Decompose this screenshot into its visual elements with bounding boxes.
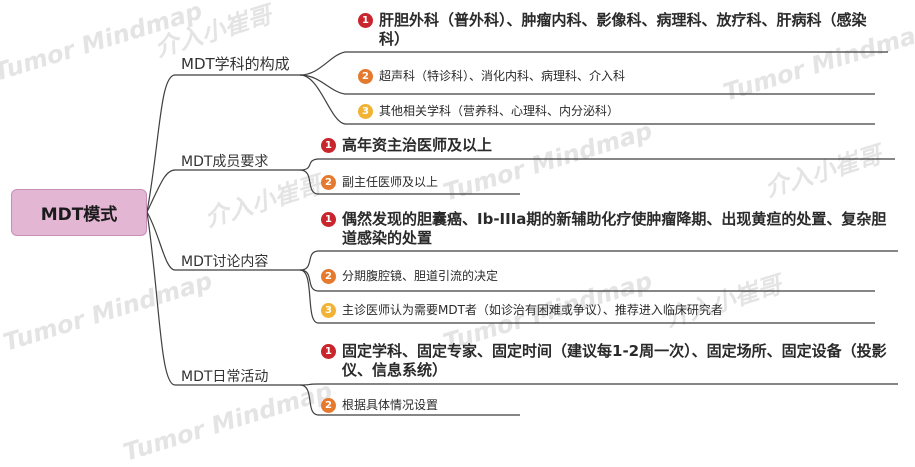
number-badge: 2 [321, 398, 336, 413]
branch-composition[interactable]: MDT学科的构成 [181, 55, 290, 73]
list-item[interactable]: 3 其他相关学科（营养科、心理科、内分泌科） [358, 103, 619, 119]
root-node[interactable]: MDT模式 [11, 189, 147, 236]
connector-root-branch-2 [146, 169, 176, 213]
number-badge: 1 [321, 344, 336, 359]
connector-root-branch-1 [146, 74, 176, 213]
connector-branch-item [299, 269, 875, 324]
item-text: 主诊医师认为需要MDT者（如诊治有困难或争议）、推荐进入临床研究者 [342, 303, 723, 317]
number-badge: 3 [358, 104, 373, 119]
connector-branch-item [299, 250, 898, 271]
number-badge: 2 [321, 269, 336, 284]
item-text: 其他相关学科（营养科、心理科、内分泌科） [379, 104, 620, 118]
branch-daily-activities[interactable]: MDT日常活动 [181, 369, 269, 385]
list-item[interactable]: 2 根据具体情况设置 [321, 397, 438, 413]
number-badge: 1 [321, 138, 336, 153]
mindmap-connectors [146, 51, 898, 416]
number-badge: 2 [358, 69, 373, 84]
list-item[interactable]: 1 偶然发现的胆囊癌、Ib-IIIa期的新辅助化疗使肿瘤降期、出现黄疸的处置、复… [321, 210, 899, 248]
item-text: 偶然发现的胆囊癌、Ib-IIIa期的新辅助化疗使肿瘤降期、出现黄疸的处置、复杂胆… [342, 210, 887, 247]
list-item[interactable]: 1 固定学科、固定专家、固定时间（建议每1-2周一次）、固定场所、固定设备（投影… [321, 342, 893, 380]
number-badge: 1 [321, 212, 336, 227]
connector-branch-item [299, 74, 875, 95]
list-item[interactable]: 1 高年资主治医师及以上 [321, 136, 492, 155]
item-text: 分期腹腔镜、胆道引流的决定 [342, 269, 499, 283]
item-text: 高年资主治医师及以上 [342, 136, 493, 154]
connector-branch-item [299, 169, 520, 195]
item-text: 根据具体情况设置 [342, 398, 439, 412]
item-text: 固定学科、固定专家、固定时间（建议每1-2周一次）、固定场所、固定设备（投影仪、… [342, 342, 887, 379]
connector-branch-item [299, 158, 895, 171]
list-item[interactable]: 2 副主任医师及以上 [321, 174, 438, 190]
connector-root-branch-4 [146, 211, 176, 386]
list-item[interactable]: 1 肝胆外科（普外科）、肿瘤内科、影像科、病理科、放疗科、肝病科（感染科） [358, 11, 878, 49]
connector-branch-item [299, 384, 520, 416]
item-text: 肝胆外科（普外科）、肿瘤内科、影像科、病理科、放疗科、肝病科（感染科） [379, 11, 867, 48]
connector-branch-item [299, 74, 875, 125]
connector-root-branch-3 [146, 211, 176, 271]
list-item[interactable]: 2 分期腹腔镜、胆道引流的决定 [321, 268, 498, 284]
number-badge: 3 [321, 303, 336, 318]
number-badge: 1 [358, 13, 373, 28]
connector-branch-item [299, 383, 898, 386]
list-item[interactable]: 2 超声科（特诊科）、消化内科、病理科、介入科 [358, 68, 625, 84]
list-item[interactable]: 3 主诊医师认为需要MDT者（如诊治有困难或争议）、推荐进入临床研究者 [321, 302, 723, 318]
item-text: 超声科（特诊科）、消化内科、病理科、介入科 [379, 69, 626, 83]
branch-discussion-content[interactable]: MDT讨论内容 [181, 254, 269, 270]
number-badge: 2 [321, 175, 336, 190]
branch-member-requirements[interactable]: MDT成员要求 [181, 154, 269, 170]
connector-branch-item [299, 51, 346, 76]
item-text: 副主任医师及以上 [342, 175, 439, 189]
